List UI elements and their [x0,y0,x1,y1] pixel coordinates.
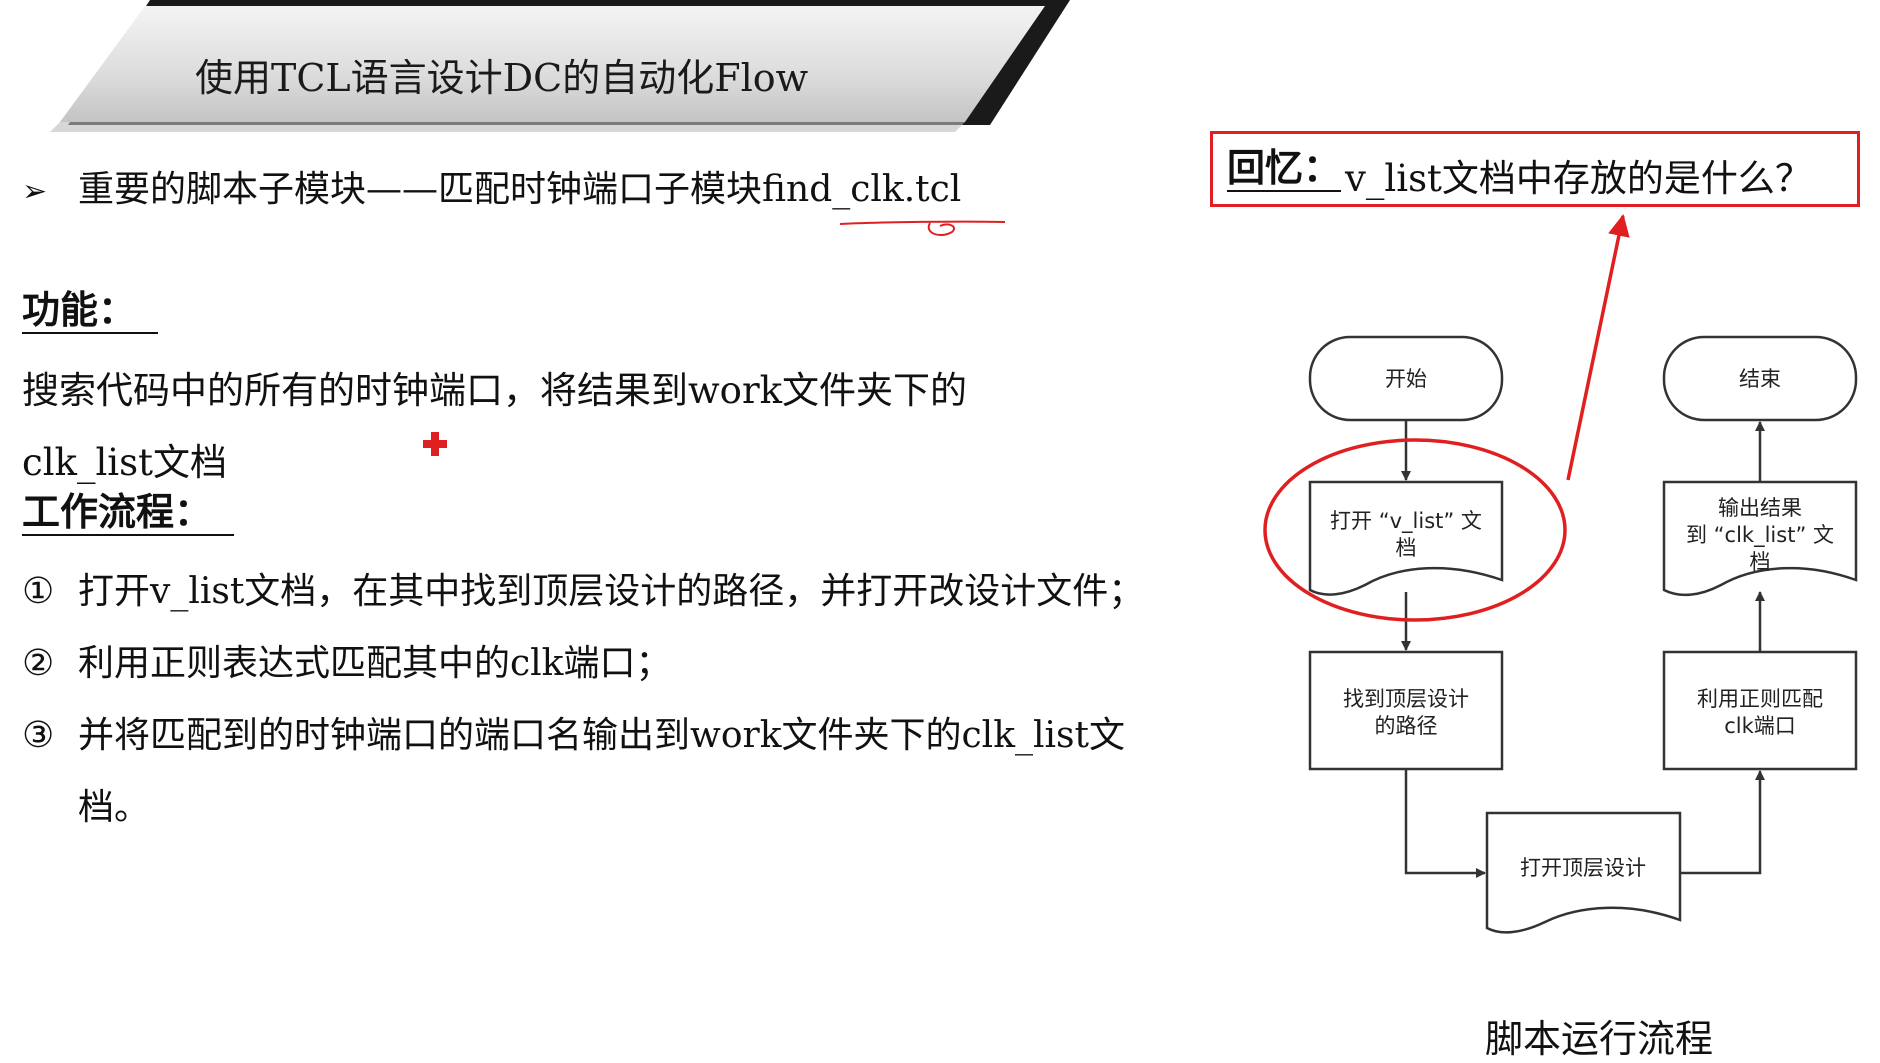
step-text: 并将匹配到的时钟端口的端口名输出到work文件夹下的clk_list文 [78,715,1125,756]
workflow-step-3: ③ 并将匹配到的时钟端口的端口名输出到work文件夹下的clk_list文 [22,706,1125,758]
flow-output-node [1662,480,1858,597]
flow-output-label-line1: 输出结果 [1718,496,1802,520]
flow-match-clk-label-line2: clk端口 [1724,714,1796,738]
flow-start-label: 开始 [1385,367,1427,391]
recall-label: 回忆： [1227,145,1342,192]
flow-find-top-label-line2: 的路径 [1375,714,1438,738]
flow-connector [1404,769,1486,878]
flowchart-caption: 脚本运行流程 [1485,1017,1714,1061]
flow-open-vlist-label-line2: 档 [1396,536,1417,560]
bullet-arrow-icon: ➢ [22,174,48,209]
step-number: ③ [22,715,55,756]
workflow-step-3-continuation: 档。 [78,787,151,828]
header-banner [50,0,1070,132]
flow-open-vlist-label-line1: 打开 “v_list” 文 [1330,509,1482,534]
flow-output-label-line2: 到 “clk_list” 文 [1686,523,1834,548]
annotation-circle [1263,438,1567,622]
flow-find-top-node [1308,650,1504,771]
step-text: 利用正则表达式匹配其中的clk端口； [78,643,672,684]
flow-match-clk-node [1662,650,1858,771]
recall-text: v_list文档中存放的是什么？ [1345,157,1812,200]
flow-open-top-node [1485,811,1682,934]
recall-box: 回忆： v_list文档中存放的是什么？ [1210,131,1860,207]
flow-end-node [1662,335,1858,422]
workflow-step-2: ② 利用正则表达式匹配其中的clk端口； [22,634,672,686]
flow-match-clk-label-line1: 利用正则匹配 [1697,687,1823,711]
workflow-heading: 工作流程： [22,490,235,536]
function-text-line2: clk_list文档 [22,441,227,484]
page-title: 使用TCL语言设计DC的自动化Flow [195,56,809,100]
step-number: ② [22,643,55,684]
flow-open-top-label: 打开顶层设计 [1520,856,1646,880]
step-text: 打开v_list文档，在其中找到顶层设计的路径，并打开改设计文件； [78,571,1145,612]
workflow-step-1: ① 打开v_list文档，在其中找到顶层设计的路径，并打开改设计文件； [22,562,1144,614]
flow-open-vlist-node [1308,480,1504,596]
function-heading: 功能： [22,288,159,334]
bullet-text: 重要的脚本子模块——匹配时钟端口子模块find_clk.tcl [78,169,962,210]
annotation-arrow [1566,214,1630,481]
flow-end-label: 结束 [1739,367,1781,391]
step-number: ① [22,571,55,612]
flow-find-top-label-line1: 找到顶层设计 [1343,687,1469,711]
laser-pointer-icon [423,432,447,456]
flow-connector [1680,770,1765,875]
bullet-line: ➢ 重要的脚本子模块——匹配时钟端口子模块find_clk.tcl [22,160,961,212]
function-text-line1: 搜索代码中的所有的时钟端口，将结果到work文件夹下的 [22,369,968,412]
flow-output-label-line3: 档 [1750,550,1771,574]
handwritten-underline [839,220,1006,236]
